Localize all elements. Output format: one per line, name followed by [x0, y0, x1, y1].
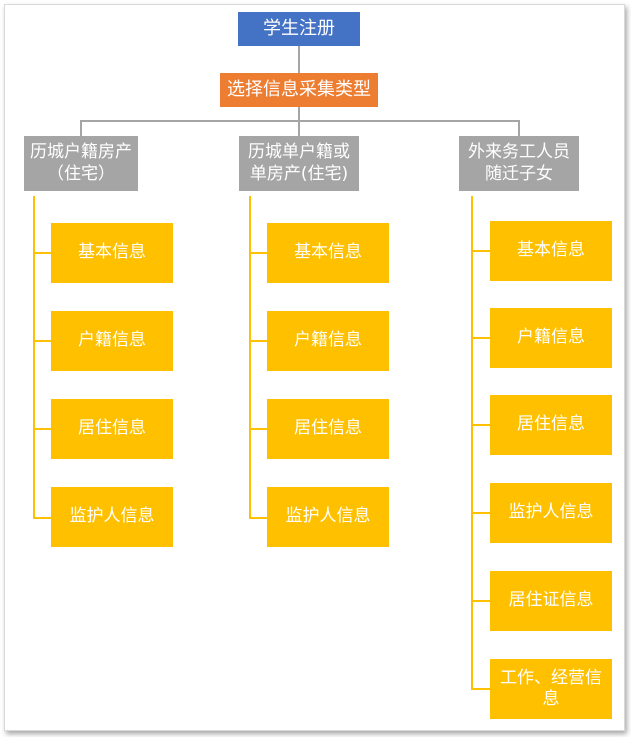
column-1-branch [33, 517, 51, 519]
bus-to-category-3 [518, 120, 520, 136]
column-3-branch [471, 688, 490, 690]
bus-to-category-1 [80, 120, 82, 136]
leaf-basic-info: 基本信息 [51, 223, 173, 283]
leaf-basic-info: 基本信息 [267, 223, 389, 283]
leaf-residence-info: 居住信息 [490, 395, 612, 455]
column-1-branch [33, 252, 51, 254]
select-to-categories-stem [298, 107, 300, 121]
column-1-branch [33, 340, 51, 342]
leaf-guardian-info: 监护人信息 [51, 487, 173, 547]
leaf-hukou-info: 户籍信息 [267, 311, 389, 371]
select-collection-type-node: 选择信息采集类型 [220, 73, 378, 107]
leaf-work-business-info: 工作、经营信息 [490, 659, 612, 719]
column-2-branch [249, 428, 267, 430]
root-to-select-connector [298, 46, 300, 73]
leaf-residence-info: 居住信息 [51, 399, 173, 459]
column-1-spine [33, 196, 35, 519]
column-3-branch [471, 337, 490, 339]
bus-to-category-2 [298, 120, 300, 136]
student-registration-node: 学生注册 [238, 12, 360, 46]
column-3-branch [471, 600, 490, 602]
column-1-branch [33, 428, 51, 430]
column-2-branch [249, 517, 267, 519]
leaf-residence-permit-info: 居住证信息 [490, 571, 612, 631]
column-2-branch [249, 252, 267, 254]
leaf-guardian-info: 监护人信息 [267, 487, 389, 547]
leaf-hukou-info: 户籍信息 [51, 311, 173, 371]
column-3-branch [471, 424, 490, 426]
column-3-spine [471, 196, 473, 690]
leaf-residence-info: 居住信息 [267, 399, 389, 459]
leaf-guardian-info: 监护人信息 [490, 483, 612, 543]
category-node-licheng-hukou-or-property: 历城单户籍或单房产(住宅) [239, 136, 359, 191]
category-node-migrant-worker-children: 外来务工人员随迁子女 [459, 136, 579, 191]
leaf-basic-info: 基本信息 [490, 221, 612, 281]
leaf-hukou-info: 户籍信息 [490, 308, 612, 368]
category-node-licheng-hukou-and-property: 历城户籍房产（住宅） [24, 136, 138, 191]
column-3-branch [471, 250, 490, 252]
categories-bus [80, 120, 520, 122]
column-2-spine [249, 196, 251, 519]
column-3-branch [471, 512, 490, 514]
column-2-branch [249, 340, 267, 342]
